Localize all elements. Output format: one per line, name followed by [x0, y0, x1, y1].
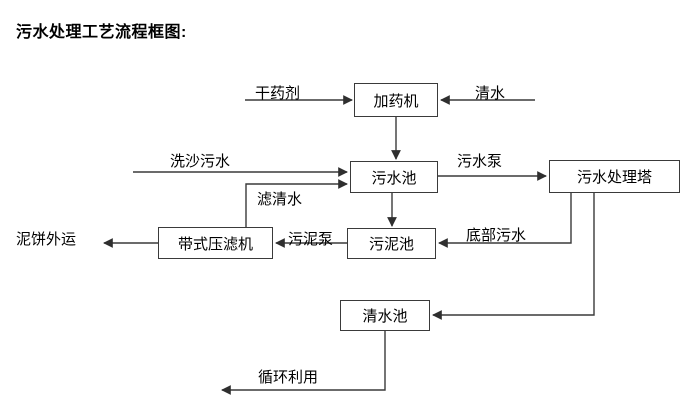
node-belt-filter-press[interactable]: 带式压滤机 — [158, 227, 273, 259]
edge-label-sludge-pump: 污泥泵 — [288, 231, 334, 248]
edge-label-sewage-pump: 污水泵 — [457, 153, 503, 170]
edge-label-clean-water: 清水 — [475, 85, 506, 102]
node-label: 清水池 — [362, 308, 408, 325]
edge-label-mud-cake-outbound: 泥饼外运 — [16, 231, 77, 248]
node-dosing-machine[interactable]: 加药机 — [354, 83, 438, 117]
edge-label-bottom-sewage: 底部污水 — [466, 227, 527, 244]
node-clear-water-pool[interactable]: 清水池 — [340, 300, 430, 331]
node-label: 加药机 — [373, 92, 419, 110]
node-treatment-tower[interactable]: 污水处理塔 — [549, 160, 680, 193]
edge-label-dry-chemical: 干药剂 — [255, 85, 301, 102]
page-title: 污水处理工艺流程框图: — [16, 24, 187, 41]
edge-label-filtered-clear-water: 滤清水 — [257, 191, 303, 208]
node-label: 污泥池 — [368, 236, 414, 253]
node-label: 污水池 — [371, 169, 417, 187]
node-label: 带式压滤机 — [177, 235, 253, 253]
edge-label-recycle-reuse: 循环利用 — [258, 369, 319, 386]
edge-label-sand-wash-sewage: 洗沙污水 — [170, 153, 231, 170]
edge-belt-press-to-wastewater-pool — [245, 179, 348, 227]
node-wastewater-pool[interactable]: 污水池 — [350, 161, 438, 193]
edge-clear-water-pool-to-recycle-reuse — [221, 331, 386, 395]
edge-treatment-tower-to-sludge-pool — [438, 193, 572, 248]
node-label: 污水处理塔 — [576, 169, 652, 186]
edge-treatment-tower-to-clear-water-pool — [432, 193, 595, 320]
node-sludge-pool[interactable]: 污泥池 — [347, 228, 436, 259]
